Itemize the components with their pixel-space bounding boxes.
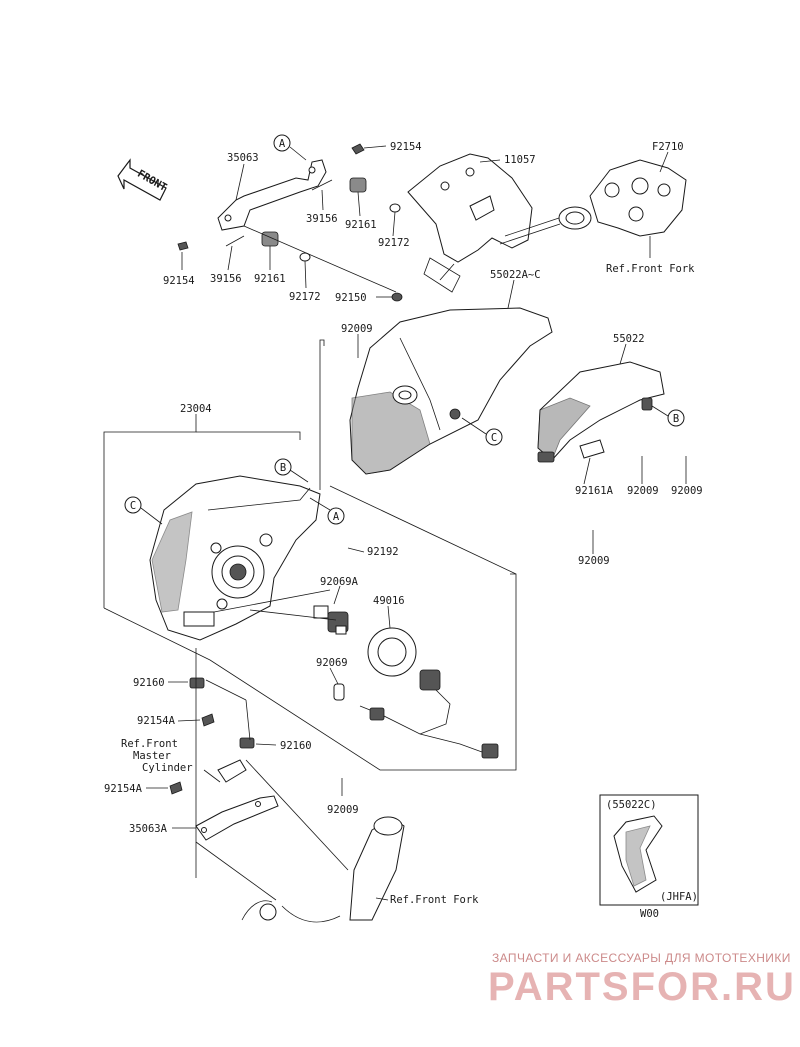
headlight-23004 — [149, 475, 321, 641]
callout-a-top: A — [273, 134, 307, 161]
bulbs-and-harness — [313, 605, 499, 759]
label-ref-front-fork-bottom: Ref.Front Fork — [390, 894, 479, 906]
leader-lines — [146, 145, 687, 901]
callout-c-cowl: C — [461, 417, 503, 446]
lower-brackets — [169, 677, 405, 923]
top-clamp-f2710 — [558, 159, 687, 237]
label-ref-front-master-1: Ref.Front — [121, 738, 178, 750]
label-92160-a: 92160 — [133, 677, 165, 689]
label-92069: 92069 — [316, 657, 348, 669]
label-92009-e: 92009 — [327, 804, 359, 816]
label-35063: 35063 — [227, 152, 259, 164]
label-49016: 49016 — [373, 595, 405, 607]
callout-b-cowl: B — [651, 405, 685, 427]
label-ref-front-master-3: Cylinder — [142, 762, 193, 774]
label-92009-d: 92009 — [578, 555, 610, 567]
label-92009-c: 92009 — [671, 485, 703, 497]
callout-c-headlight-label: C — [130, 500, 136, 512]
label-55022a-c: 55022A~C — [490, 269, 541, 281]
inset-55022c: (55022C) (JHFA) W00 — [599, 794, 699, 920]
label-92161-b: 92161 — [254, 273, 286, 285]
label-11057: 11057 — [504, 154, 536, 166]
callout-c-cowl-label: C — [491, 432, 497, 444]
label-f2710: F2710 — [652, 141, 684, 153]
upper-cowl-55022a — [349, 307, 553, 475]
label-92154a-b: 92154A — [104, 783, 143, 795]
label-92172-a: 92172 — [378, 237, 410, 249]
callout-a-top-label: A — [279, 138, 286, 150]
label-92160-b: 92160 — [280, 740, 312, 752]
label-23004: 23004 — [180, 403, 212, 415]
label-92161-a: 92161 — [345, 219, 377, 231]
inset-code: W00 — [640, 908, 659, 920]
callout-a-headlight-label: A — [333, 511, 340, 523]
label-92069a: 92069A — [320, 576, 359, 588]
callout-a-headlight: A — [309, 497, 345, 525]
inset-note: (JHFA) — [660, 891, 698, 903]
label-35063a: 35063A — [129, 823, 168, 835]
part-labels: 35063 92154 11057 F2710 39156 92161 9217… — [104, 141, 703, 906]
label-39156-a: 39156 — [306, 213, 338, 225]
callout-b-headlight: B — [274, 458, 309, 483]
inset-title: (55022C) — [606, 799, 657, 811]
label-92009-b: 92009 — [627, 485, 659, 497]
label-ref-front-fork-top: Ref.Front Fork — [606, 263, 695, 275]
meter-stay-11057 — [407, 153, 566, 293]
callout-b-headlight-label: B — [280, 462, 286, 474]
label-92172-b: 92172 — [289, 291, 321, 303]
callout-b-cowl-label: B — [673, 413, 679, 425]
label-92154-left: 92154 — [163, 275, 195, 287]
label-ref-front-master-2: Master — [133, 750, 171, 762]
watermark: ЗАПЧАСТИ И АКСЕССУАРЫ ДЛЯ МОТОТЕХНИКИ PA… — [488, 951, 796, 1009]
label-92154-top: 92154 — [390, 141, 422, 153]
watermark-tagline: ЗАПЧАСТИ И АКСЕССУАРЫ ДЛЯ МОТОТЕХНИКИ — [492, 951, 791, 965]
label-92161a: 92161A — [575, 485, 614, 497]
side-cowl-55022 — [537, 361, 665, 463]
watermark-brand: PARTSFOR.RU — [488, 965, 796, 1009]
label-92154a-a: 92154A — [137, 715, 176, 727]
label-92009-a: 92009 — [341, 323, 373, 335]
group-outline-headlight — [103, 339, 517, 878]
label-39156-b: 39156 — [210, 273, 242, 285]
label-55022: 55022 — [613, 333, 645, 345]
front-arrow-icon: FRONT — [117, 158, 169, 201]
label-92150: 92150 — [335, 292, 367, 304]
callout-c-headlight: C — [124, 496, 163, 525]
label-92192: 92192 — [367, 546, 399, 558]
